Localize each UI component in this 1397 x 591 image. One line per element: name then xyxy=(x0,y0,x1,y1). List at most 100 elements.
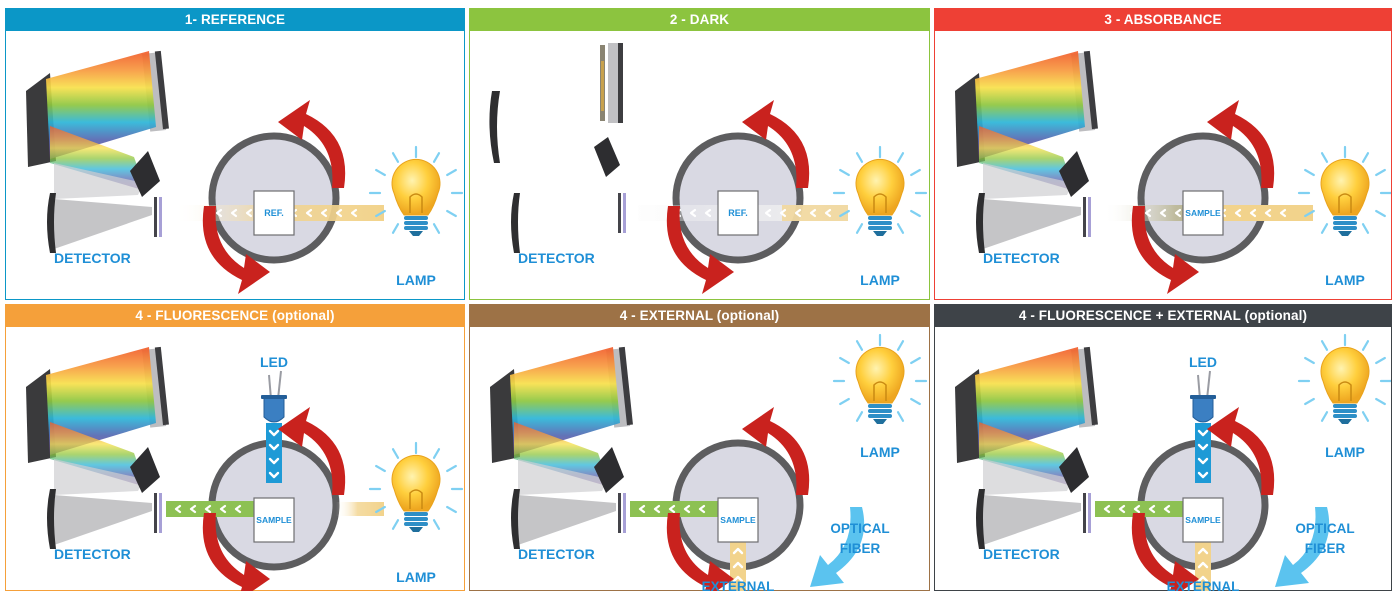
dispersed-spectrum xyxy=(975,51,1085,159)
slit-icon xyxy=(618,493,621,533)
rotate-arrow-icon xyxy=(1207,407,1275,495)
rotate-arrow-icon xyxy=(1207,100,1275,188)
optical-fiber-arrow-icon xyxy=(810,507,865,587)
lamp-label: LAMP xyxy=(396,569,436,585)
lamp-label: LAMP xyxy=(1325,272,1365,288)
panel-fluorescence: 4 - FLUORESCENCE (optional) SAMPLE LAMP LED… xyxy=(5,304,465,591)
lamp-label: LAMP xyxy=(1325,444,1365,460)
detector-label: DETECTOR xyxy=(518,546,595,562)
focusing-mirror-icon xyxy=(47,489,56,549)
detector-label: DETECTOR xyxy=(54,546,131,562)
panel-title: 4 - EXTERNAL (optional) xyxy=(469,304,930,327)
optical-fiber-label-2: FIBER xyxy=(840,541,881,556)
detector-label: DETECTOR xyxy=(518,250,595,266)
cuvette: SAMPLE xyxy=(1182,190,1224,236)
panel-external: 4 - EXTERNAL (optional) SAMPLE LAMP OPTICAL… xyxy=(469,304,930,591)
optical-fiber-label: OPTICAL xyxy=(1295,521,1354,536)
optical-fiber-arrow-icon xyxy=(1275,507,1330,587)
rotate-arrow-icon xyxy=(1131,206,1199,294)
diagram-fluor-external: SAMPLE LAMP OPTICAL FIBER EXTERNAL LED DETECTO… xyxy=(955,333,1391,591)
detector-label: DETECTOR xyxy=(54,250,131,266)
rotate-arrow-icon xyxy=(666,206,734,294)
panel-title: 4 - FLUORESCENCE (optional) xyxy=(5,304,465,327)
rotate-arrow-icon xyxy=(202,513,270,591)
diagram-fluorescence: SAMPLE LAMP LED DETECTOR xyxy=(26,346,464,591)
panel-fluor-external: 4 - FLUORESCENCE + EXTERNAL (optional)SA… xyxy=(934,304,1392,591)
diffraction-grating-icon xyxy=(1059,447,1089,493)
diffraction-grating-icon xyxy=(130,151,160,197)
diagram-content: REF. LAMP DETECTOR xyxy=(26,50,464,294)
light-path xyxy=(630,501,746,591)
rotate-arrow-icon xyxy=(742,407,810,495)
light-path xyxy=(1095,423,1211,591)
focusing-mirror-icon xyxy=(511,193,520,253)
diagram-content: REF. LAMP DETECTOR xyxy=(489,43,928,294)
panel-body: REF. LAMP DETECTOR xyxy=(5,31,465,300)
slit-icon xyxy=(618,193,621,233)
dispersed-spectrum xyxy=(975,347,1085,455)
lamp-icon xyxy=(832,333,928,424)
lamp-icon xyxy=(832,145,928,236)
lamp-label: LAMP xyxy=(396,272,436,288)
dispersed-spectrum xyxy=(46,347,156,455)
spectrometer xyxy=(955,346,1098,549)
cuvette-label: SAMPLE xyxy=(720,515,756,525)
rotate-arrow-icon xyxy=(742,100,810,188)
external-label: EXTERNAL xyxy=(1167,579,1240,591)
light-path xyxy=(166,423,384,517)
diagram-reference: REF. LAMP DETECTOR xyxy=(26,50,464,294)
cuvette: REF. xyxy=(717,190,759,236)
optical-fiber-label-2: FIBER xyxy=(1305,541,1346,556)
diffraction-grating-icon xyxy=(1059,151,1089,197)
led-label: LED xyxy=(260,354,288,370)
lamp-icon xyxy=(1297,145,1391,236)
diagram-content: SAMPLE LAMP LED DETECTOR xyxy=(26,346,464,591)
focusing-mirror-icon xyxy=(976,193,985,253)
diagram-content: SAMPLE LAMP OPTICAL FIBER EXTERNAL LED DETECTO… xyxy=(955,333,1391,591)
diffraction-grating-icon xyxy=(594,137,620,177)
rotate-arrow-icon xyxy=(278,100,346,188)
slit-icon xyxy=(154,197,157,237)
cuvette-label: SAMPLE xyxy=(1185,208,1221,218)
optical-fiber-label: OPTICAL xyxy=(830,521,889,536)
collimating-mirror-icon xyxy=(489,91,500,163)
lamp-icon xyxy=(368,441,464,532)
lamp-icon xyxy=(1297,333,1391,424)
detector-label: DETECTOR xyxy=(983,546,1060,562)
cuvette-label: REF. xyxy=(728,208,748,218)
cuvette: SAMPLE xyxy=(253,497,295,543)
lamp-label: LAMP xyxy=(860,444,900,460)
focusing-mirror-icon xyxy=(976,489,985,549)
cuvette-label: REF. xyxy=(264,208,284,218)
spectrometer xyxy=(955,50,1098,253)
spectrometer xyxy=(489,43,626,253)
diffraction-grating-icon xyxy=(130,447,160,493)
focusing-mirror-icon xyxy=(511,489,520,549)
led-icon xyxy=(1190,370,1216,423)
dispersed-spectrum xyxy=(510,347,620,455)
rotate-arrow-icon xyxy=(278,407,346,495)
cuvette: SAMPLE xyxy=(1182,497,1224,543)
lamp-label: LAMP xyxy=(860,272,900,288)
rotate-arrow-icon xyxy=(202,206,270,294)
dispersed-spectrum xyxy=(46,51,156,159)
spectrometer xyxy=(26,346,169,549)
focusing-mirror-icon xyxy=(47,193,56,253)
panel-title: 2 - DARK xyxy=(469,8,930,31)
led-label: LED xyxy=(1189,354,1217,370)
cuvette: REF. xyxy=(253,190,295,236)
panel-body: SAMPLE LAMP OPTICAL FIBER EXTERNAL LED DETECTO… xyxy=(934,327,1392,591)
cuvette: SAMPLE xyxy=(717,497,759,543)
rotate-arrow-icon xyxy=(666,513,734,591)
led-icon xyxy=(261,370,287,423)
rotate-arrow-icon xyxy=(1131,513,1199,591)
